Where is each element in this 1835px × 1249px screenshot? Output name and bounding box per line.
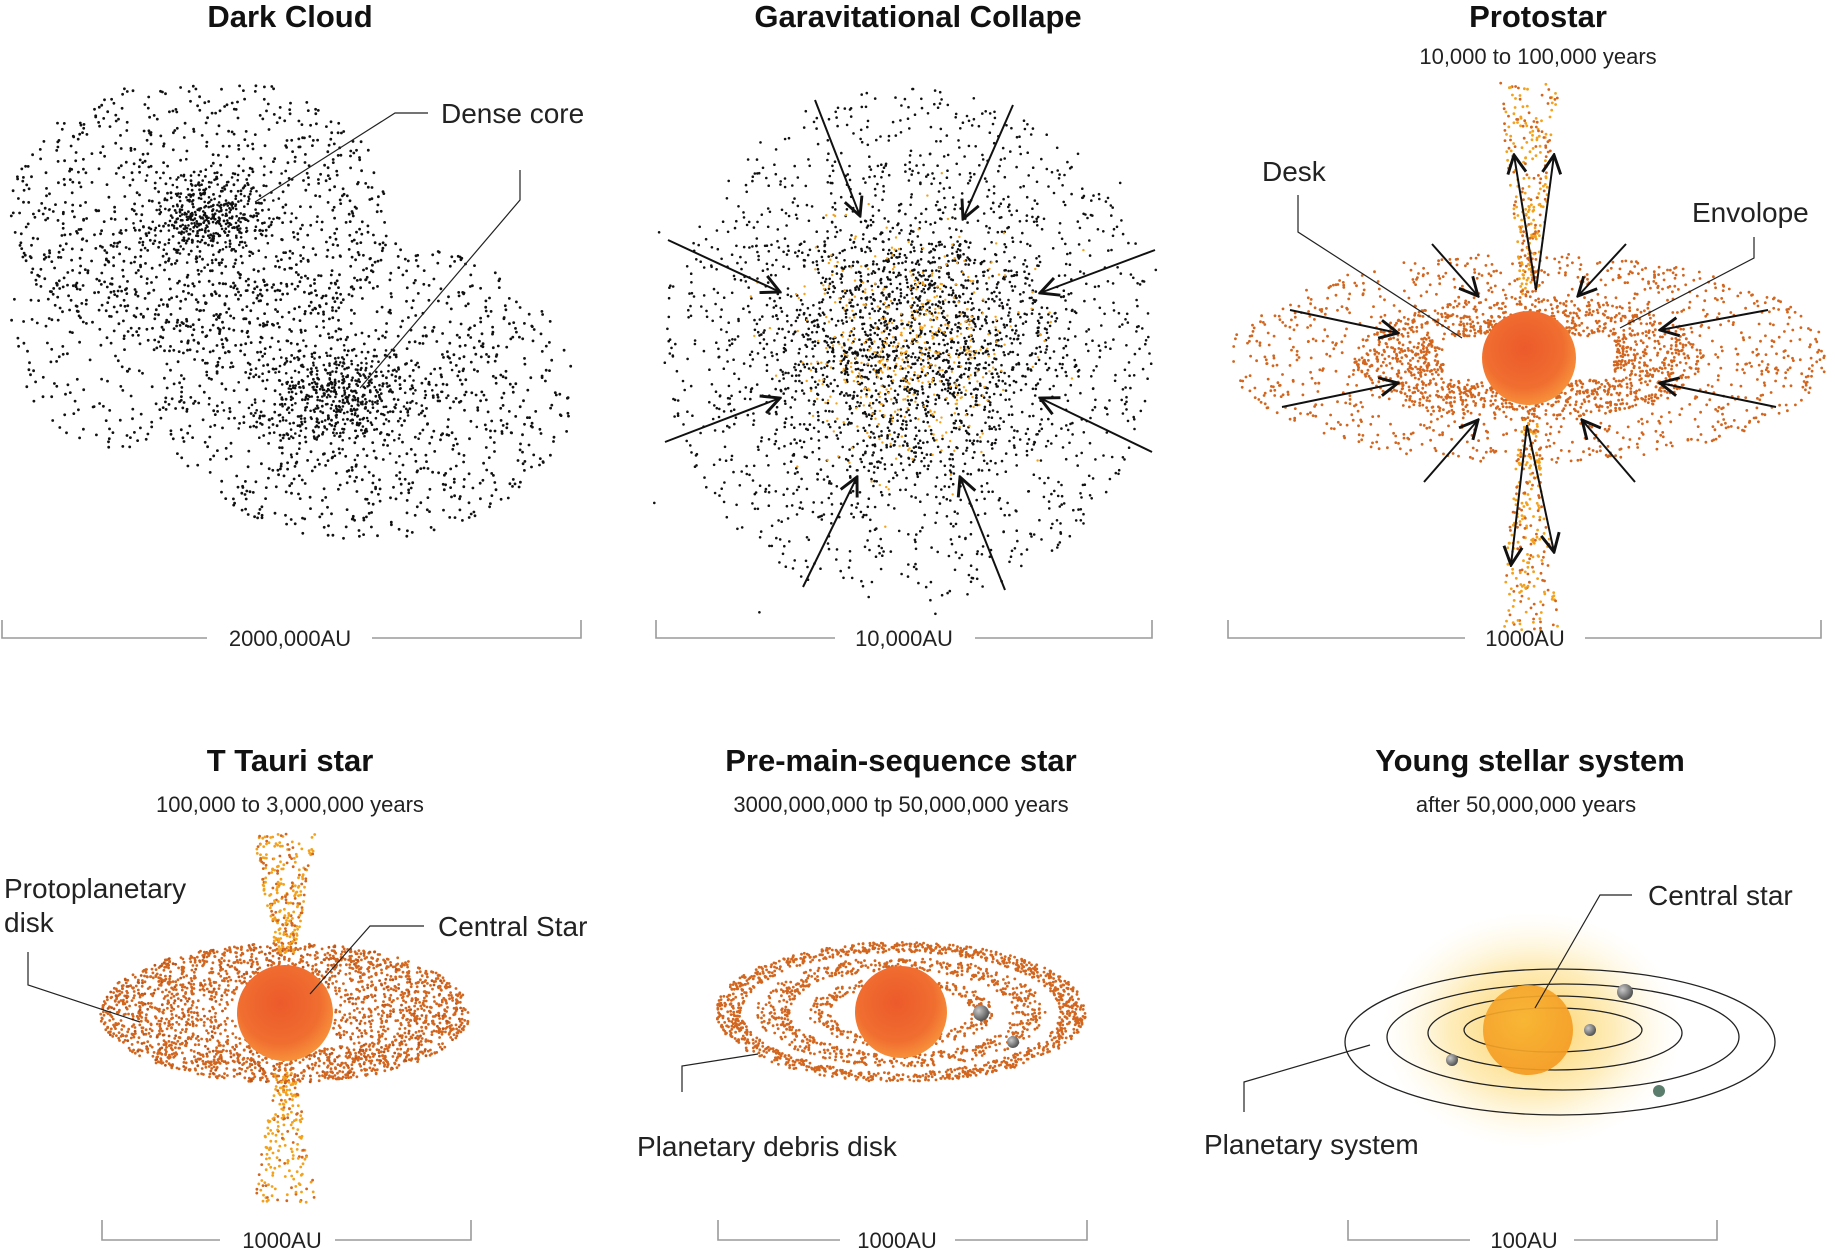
t-tauri-star <box>237 965 333 1061</box>
debris-disk-label: Planetary debris disk <box>637 1131 898 1162</box>
outflow-arrow-icon <box>1511 424 1528 565</box>
planet-icon <box>1584 1024 1596 1036</box>
planet-icon <box>1446 1054 1458 1066</box>
dense-core-label: Dense core <box>441 98 584 129</box>
dense-core-leader-1 <box>254 112 428 203</box>
arrow-icon <box>963 104 1014 219</box>
planet-icon <box>973 1005 989 1021</box>
t-tauri-scale-bar: 1000AU <box>101 1220 472 1249</box>
protostar-scale-bar: 1000AU <box>1227 620 1822 651</box>
outflow-arrow-icon <box>1535 155 1554 291</box>
arrow-icon <box>664 398 780 443</box>
infall-arrow-icon <box>1281 383 1398 408</box>
panel-protostar: Protostar 10,000 to 100,000 years Desk E… <box>1227 0 1826 651</box>
infall-arrow-icon <box>1431 243 1478 296</box>
young-central-star-label: Central star <box>1648 880 1793 911</box>
pre-main-scale-bar: 1000AU <box>717 1220 1088 1249</box>
young-system-subtitle: after 50,000,000 years <box>1416 792 1636 817</box>
orbit-3 <box>1386 983 1740 1091</box>
t-tauri-scale-label: 1000AU <box>242 1228 322 1249</box>
protoplanetary-disk-label-line2: disk <box>4 907 55 938</box>
panel-dark-cloud: Dark Cloud Dense core 2000,000AU <box>1 0 584 651</box>
infall-arrow-icon <box>1660 309 1769 330</box>
protostar-star <box>1482 311 1576 405</box>
central-star-leader <box>1534 894 1632 1009</box>
collapse-scale-bar: 10,000AU <box>655 620 1153 651</box>
protostar-title: Protostar <box>1469 0 1607 34</box>
arrow-icon <box>802 477 857 588</box>
debris-disk-leader <box>681 1053 759 1092</box>
desk-leader <box>1297 195 1463 339</box>
outflow-arrow-icon <box>1514 155 1537 291</box>
outflow-arrow-icon <box>1526 424 1554 552</box>
young-system-scale-label: 100AU <box>1490 1228 1557 1249</box>
central-star <box>1483 985 1573 1075</box>
arrow-icon <box>814 99 860 216</box>
infall-arrow-icon <box>1582 420 1636 483</box>
protostar-scale-label: 1000AU <box>1485 626 1565 651</box>
young-system-scale-bar: 100AU <box>1347 1220 1718 1249</box>
protoplanetary-disk-leader <box>27 952 141 1023</box>
infall-arrow-icon <box>1660 383 1777 408</box>
infall-arrows <box>664 99 1156 591</box>
dark-cloud-title: Dark Cloud <box>207 0 372 34</box>
protoplanetary-disk-label-line1: Protoplanetary <box>4 873 186 904</box>
pre-main-subtitle: 3000,000,000 tp 50,000,000 years <box>733 792 1068 817</box>
central-star-leader <box>309 925 424 995</box>
panel-gravitational-collapse: Garavitational Collape 10,000AU <box>653 0 1158 651</box>
infall-arrow-icon <box>1578 243 1627 296</box>
t-tauri-subtitle: 100,000 to 3,000,000 years <box>156 792 424 817</box>
planetary-system-leader <box>1243 1044 1371 1112</box>
young-system-title: Young stellar system <box>1375 743 1685 778</box>
arrow-icon <box>667 239 780 292</box>
collapse-title: Garavitational Collape <box>754 0 1081 34</box>
panel-t-tauri: T Tauri star 100,000 to 3,000,000 years … <box>4 743 587 1249</box>
protostar-arrows <box>1281 155 1777 565</box>
arrow-icon <box>1040 249 1156 293</box>
panel-young-stellar-system: Young stellar system after 50,000,000 ye… <box>1204 743 1793 1249</box>
pre-main-scale-label: 1000AU <box>857 1228 937 1249</box>
panel-pre-main-sequence: Pre-main-sequence star 3000,000,000 tp 5… <box>637 743 1088 1249</box>
infall-arrow-icon <box>1289 309 1398 333</box>
planet-icon <box>1617 984 1633 1000</box>
debris-disk-particles <box>716 941 1087 1083</box>
arrow-icon <box>960 477 1006 591</box>
dense-core-leader-2 <box>359 170 521 389</box>
collapse-particles <box>653 87 1158 616</box>
envelope-label: Envolope <box>1692 197 1809 228</box>
desk-label: Desk <box>1262 156 1327 187</box>
t-tauri-title: T Tauri star <box>207 743 374 778</box>
envelope-leader <box>1619 237 1755 329</box>
central-star-label: Central Star <box>438 911 587 942</box>
dark-cloud-particles <box>9 84 573 540</box>
arrow-icon <box>1040 398 1153 453</box>
pre-main-star <box>855 966 947 1058</box>
protostar-particles <box>1232 81 1826 632</box>
dark-cloud-scale-bar: 2000,000AU <box>1 620 582 651</box>
planetary-system-label: Planetary system <box>1204 1129 1419 1160</box>
outer-orbit <box>1344 968 1776 1116</box>
planet-icon <box>1653 1085 1665 1097</box>
protostar-subtitle: 10,000 to 100,000 years <box>1419 44 1656 69</box>
pre-main-title: Pre-main-sequence star <box>725 743 1076 778</box>
collapse-scale-label: 10,000AU <box>855 626 953 651</box>
dark-cloud-scale-label: 2000,000AU <box>229 626 351 651</box>
planet-icon <box>1007 1036 1019 1048</box>
infall-arrow-icon <box>1423 420 1478 483</box>
